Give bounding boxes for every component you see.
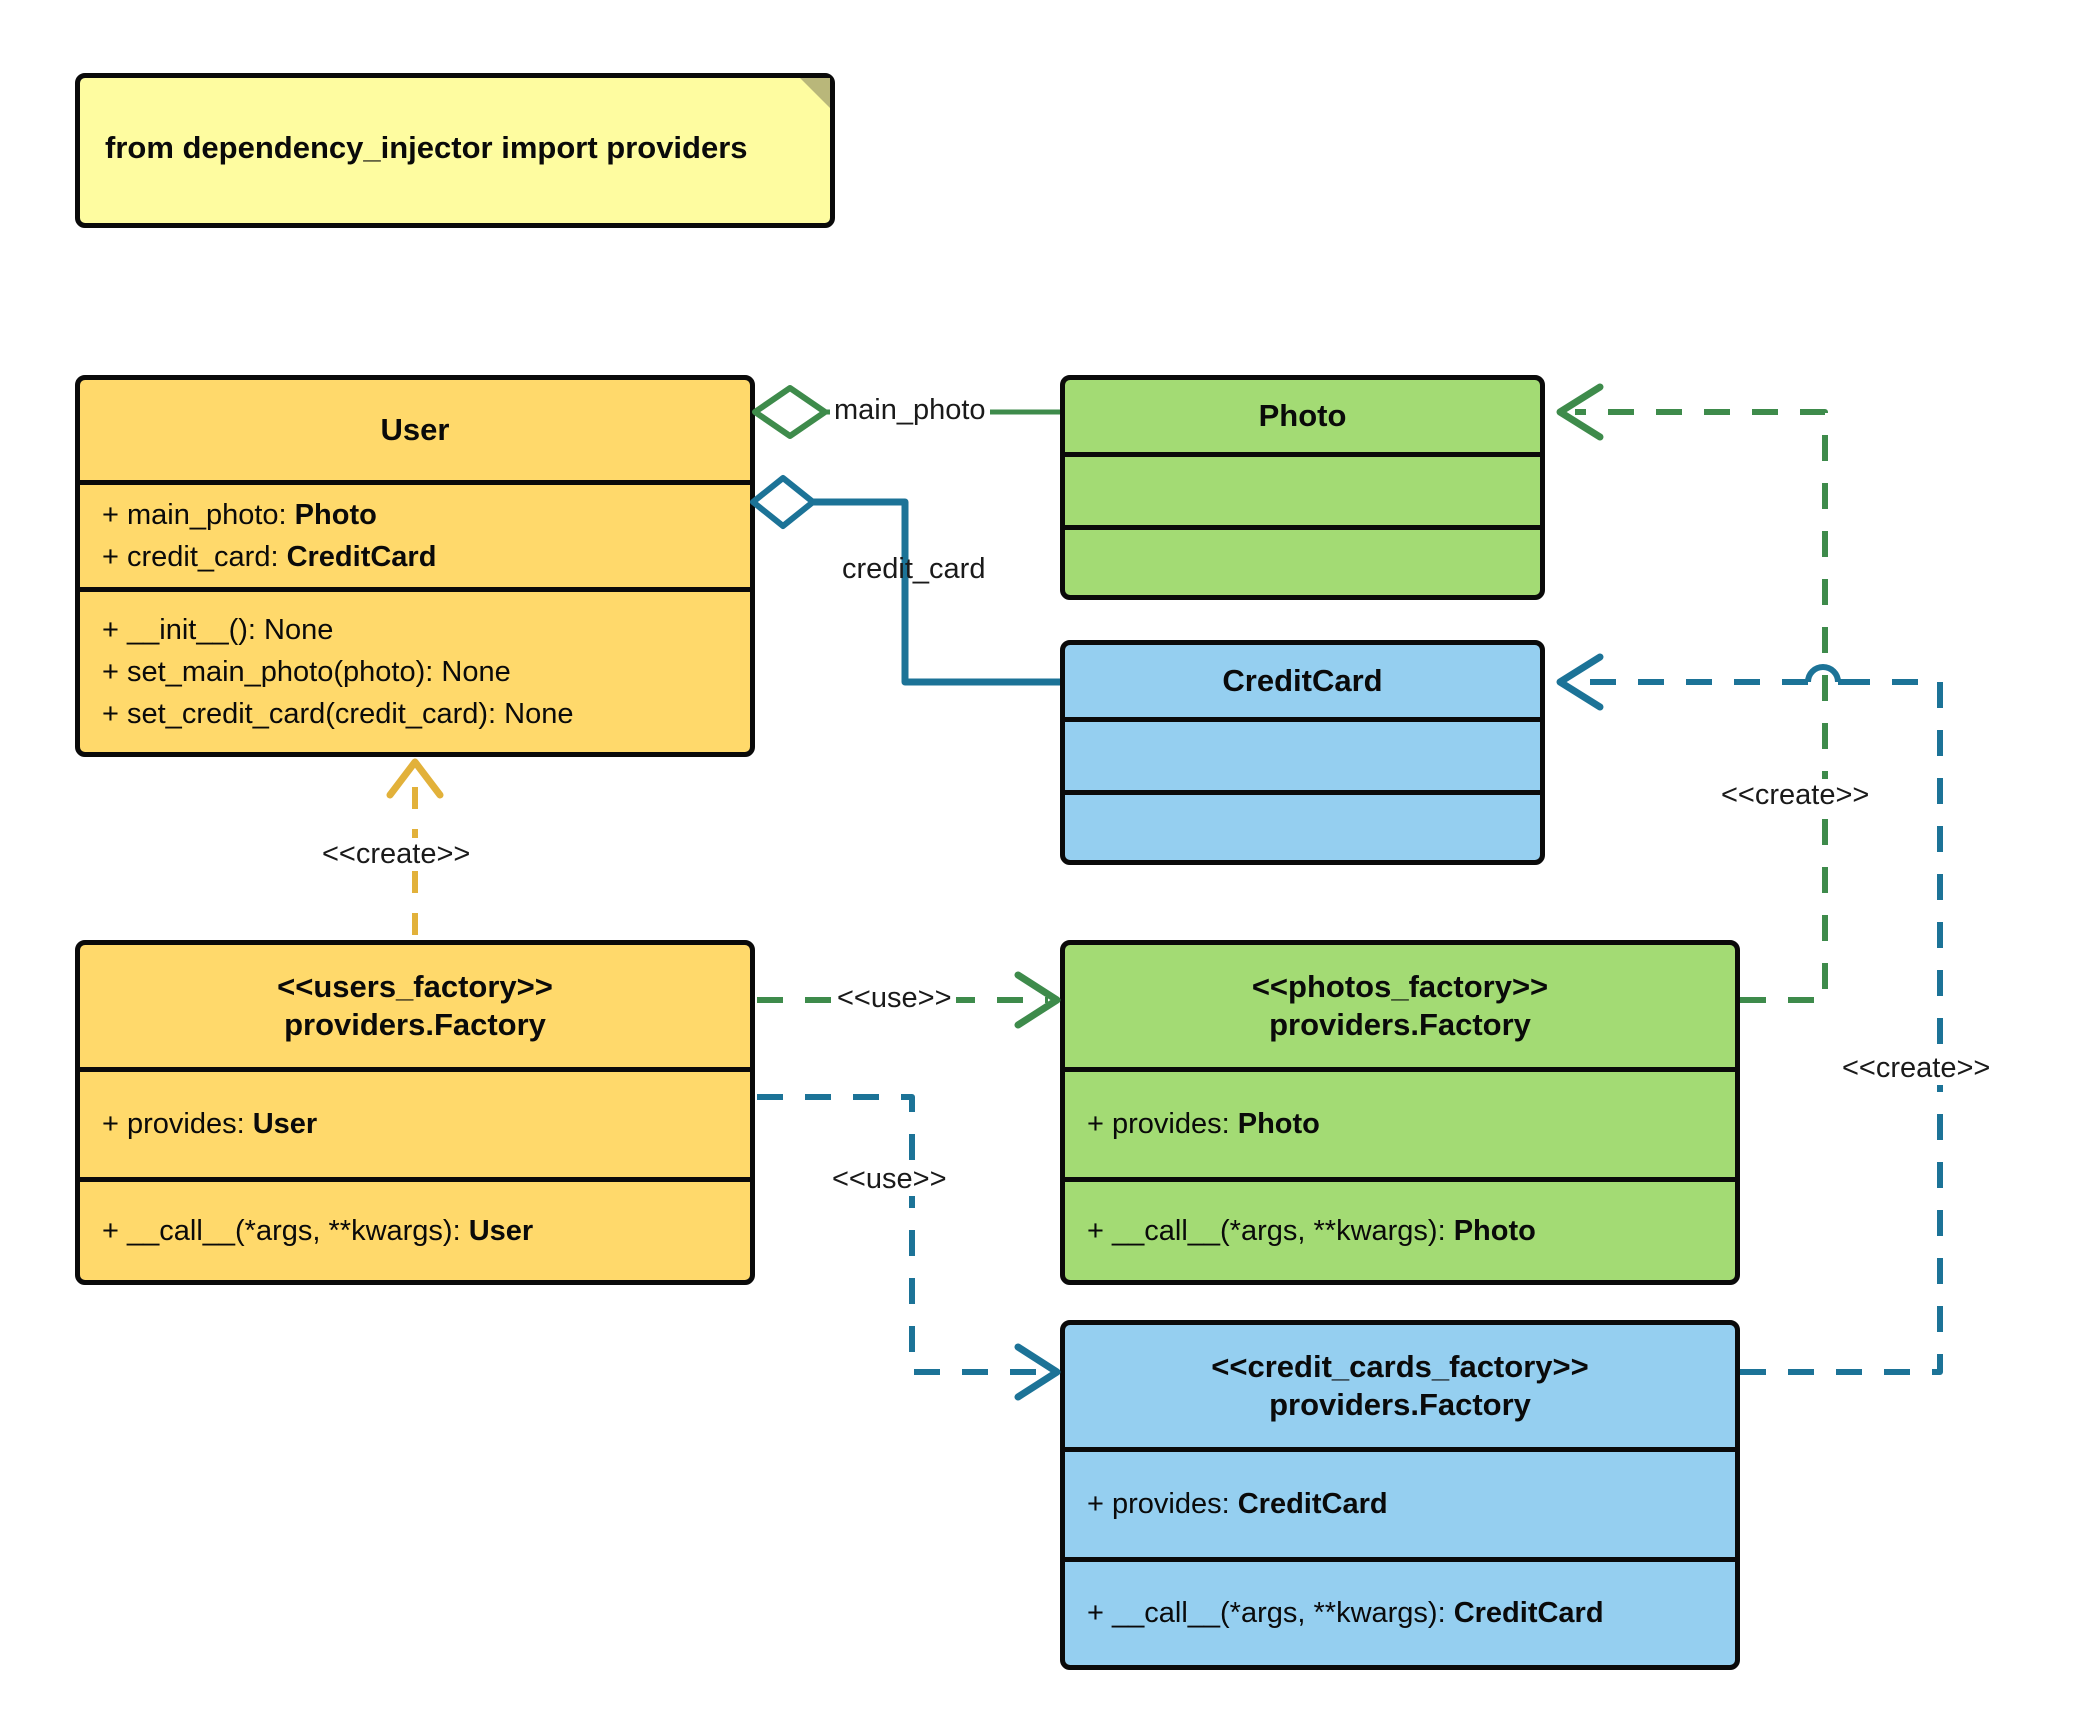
edge-label-use-credit-cards-factory: <<use>> [828, 1163, 951, 1196]
method-row: + __call__(*args, **kwargs): Photo [1087, 1214, 1536, 1247]
class-methods-compartment-users-factory: + __call__(*args, **kwargs): User [80, 1177, 750, 1280]
class-title-compartment-creditcard: CreditCard [1065, 645, 1540, 717]
class-methods-compartment-photo [1065, 525, 1540, 595]
edge-label-main-photo: main_photo [830, 394, 990, 427]
class-box-photos-factory[interactable]: <<photos_factory>> providers.Factory + p… [1060, 940, 1740, 1285]
note-text: from dependency_injector import provider… [105, 130, 748, 165]
class-name-creditcard: CreditCard [1222, 663, 1383, 699]
class-attributes-compartment-users-factory: + provides: User [80, 1067, 750, 1177]
method-row: + __init__(): None [102, 613, 334, 646]
edge-label-credit-card: credit_card [842, 553, 986, 585]
edge-use-credit-cards-factory [757, 1094, 1061, 1401]
class-attributes-compartment-creditcard [1065, 717, 1540, 790]
class-title-compartment-user: User [80, 380, 750, 480]
class-methods-compartment-photos-factory: + __call__(*args, **kwargs): Photo [1065, 1177, 1735, 1280]
attribute-row: + provides: CreditCard [1087, 1488, 1388, 1521]
class-methods-compartment-user: + __init__(): None + set_main_photo(phot… [80, 587, 750, 752]
edge-label-use-photos-factory: <<use>> [833, 982, 956, 1015]
class-attributes-compartment-photo [1065, 452, 1540, 525]
edge-label-create-credit-card: <<create>> [1838, 1052, 1995, 1085]
class-methods-compartment-credit-cards-factory: + __call__(*args, **kwargs): CreditCard [1065, 1557, 1735, 1665]
class-name-user: User [380, 412, 450, 448]
class-stereotype-photos-factory: <<photos_factory>> [1251, 969, 1549, 1005]
class-attributes-compartment-user: + main_photo: Photo + credit_card: Credi… [80, 480, 750, 587]
method-row: + __call__(*args, **kwargs): CreditCard [1087, 1597, 1604, 1630]
edge-create-photo [1556, 383, 1828, 1003]
class-name-photos-factory: providers.Factory [1269, 1007, 1531, 1042]
class-box-creditcard[interactable]: CreditCard [1060, 640, 1545, 865]
class-box-users-factory[interactable]: <<users_factory>> providers.Factory + pr… [75, 940, 755, 1285]
class-title-compartment-users-factory: <<users_factory>> providers.Factory [80, 945, 750, 1067]
class-name-users-factory: providers.Factory [284, 1007, 546, 1042]
attribute-row: + provides: User [102, 1108, 318, 1141]
class-name-credit-cards-factory: providers.Factory [1269, 1387, 1531, 1422]
class-name-photo: Photo [1258, 398, 1347, 434]
class-stereotype-users-factory: <<users_factory>> [277, 969, 553, 1005]
class-title-compartment-photo: Photo [1065, 380, 1540, 452]
class-attributes-compartment-photos-factory: + provides: Photo [1065, 1067, 1735, 1177]
attribute-row: + credit_card: CreditCard [102, 541, 437, 573]
method-row: + __call__(*args, **kwargs): User [102, 1214, 534, 1247]
class-methods-compartment-creditcard [1065, 790, 1540, 860]
edge-label-create-user: <<create>> [318, 838, 475, 871]
class-title-compartment-photos-factory: <<photos_factory>> providers.Factory [1065, 945, 1735, 1067]
edge-label-create-photo: <<create>> [1717, 779, 1874, 812]
class-title-compartment-credit-cards-factory: <<credit_cards_factory>> providers.Facto… [1065, 1325, 1735, 1447]
class-box-credit-cards-factory[interactable]: <<credit_cards_factory>> providers.Facto… [1060, 1320, 1740, 1670]
class-box-user[interactable]: User + main_photo: Photo + credit_card: … [75, 375, 755, 757]
method-row: + set_credit_card(credit_card): None [102, 698, 574, 731]
note-fold-corner [800, 78, 830, 108]
class-attributes-compartment-credit-cards-factory: + provides: CreditCard [1065, 1447, 1735, 1557]
attribute-row: + main_photo: Photo [102, 498, 377, 531]
note-box[interactable] [75, 73, 835, 228]
class-box-photo[interactable]: Photo [1060, 375, 1545, 600]
class-stereotype-credit-cards-factory: <<credit_cards_factory>> [1211, 1349, 1589, 1385]
method-row: + set_main_photo(photo): None [102, 655, 511, 688]
attribute-row: + provides: Photo [1087, 1108, 1320, 1141]
